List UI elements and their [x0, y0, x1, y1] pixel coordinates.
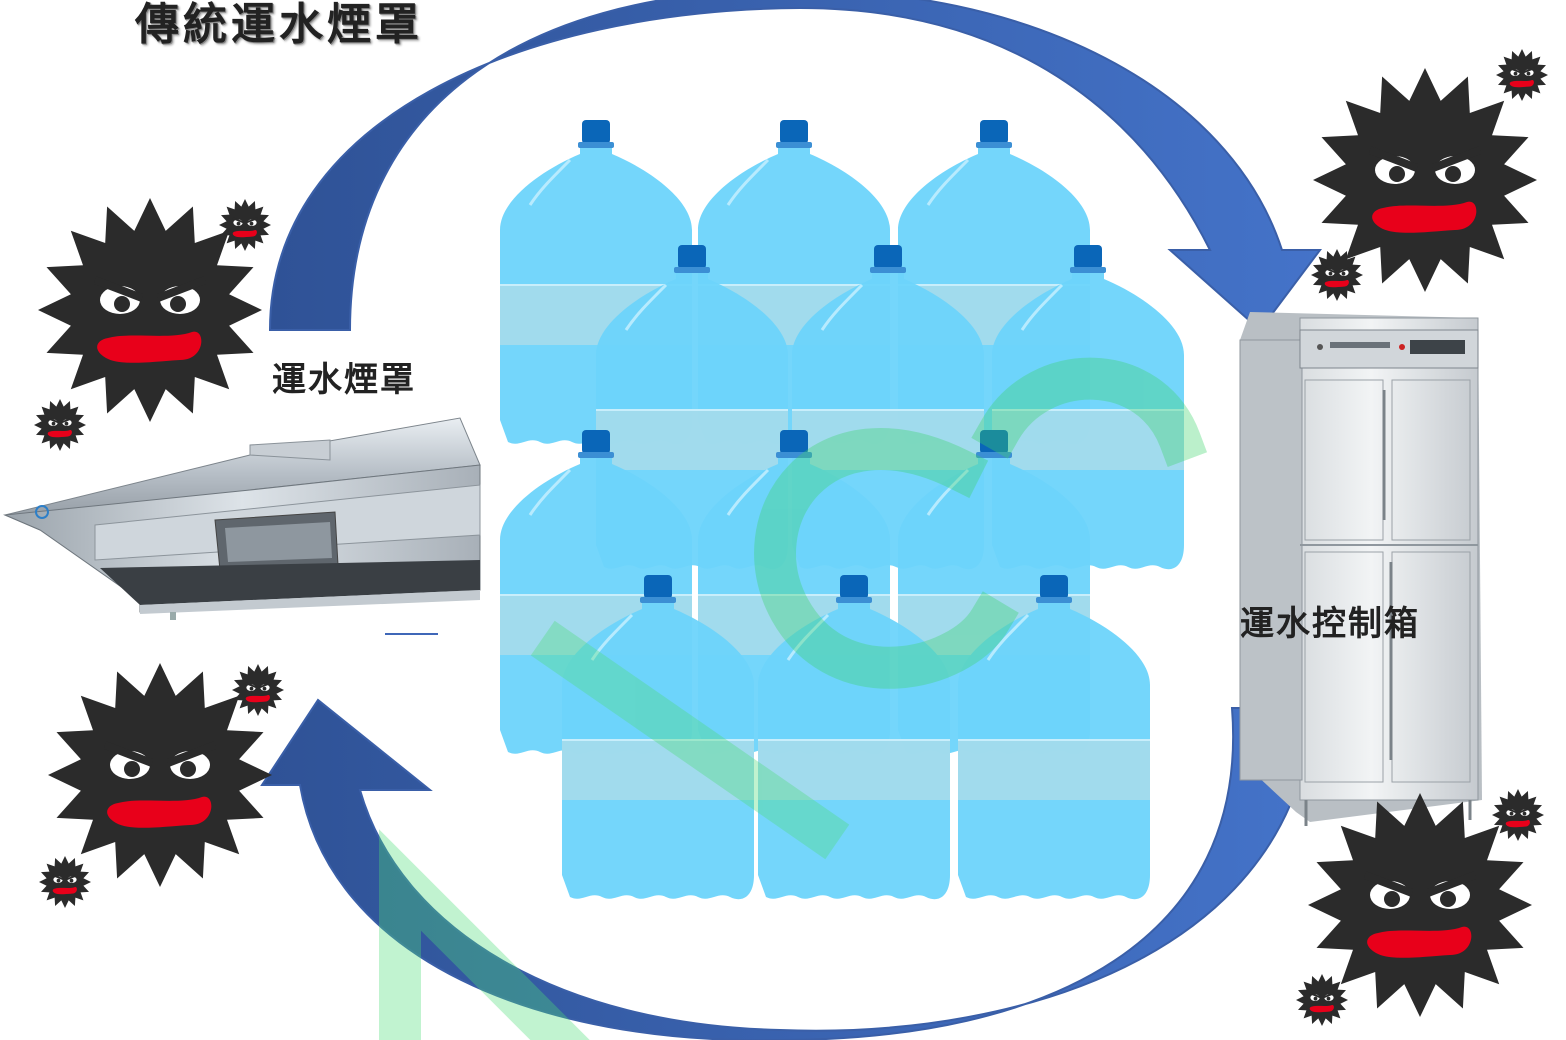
- control-box-label: 運水控制箱: [1240, 604, 1420, 644]
- water-bottle-icon: [958, 575, 1150, 900]
- germ-icon: [1496, 49, 1548, 101]
- germ-icon: [1492, 789, 1544, 841]
- top-cycle-arrow-icon: [268, 0, 1322, 332]
- page-title: 傳統運水煙罩: [135, 0, 423, 50]
- germ-icon: [1296, 974, 1348, 1026]
- hood-label: 運水煙罩: [272, 360, 416, 400]
- germ-icon: [1313, 68, 1537, 292]
- germ-icon: [1311, 249, 1363, 301]
- bottom-cycle-arrow-icon: [260, 698, 1314, 1040]
- germ-icon: [39, 856, 91, 908]
- germ-icon: [1308, 793, 1532, 1017]
- water-bottle-icon: [758, 575, 950, 900]
- water-bottle-icon: [562, 575, 754, 900]
- germ-icon: [48, 663, 272, 887]
- germ-icon: [34, 399, 86, 451]
- germ-icon: [38, 198, 262, 422]
- germ-icon: [219, 199, 271, 251]
- germ-icon: [232, 664, 284, 716]
